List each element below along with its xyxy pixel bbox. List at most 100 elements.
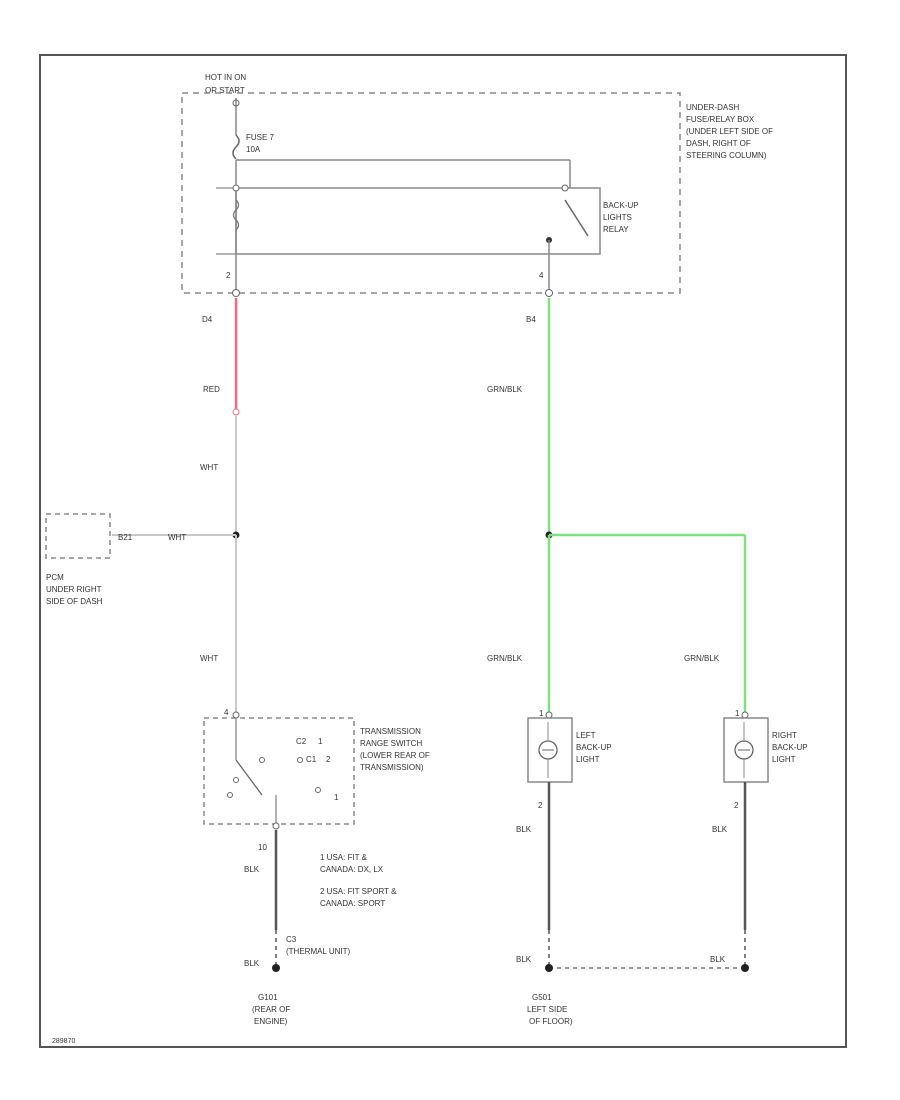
red-wire-label: RED bbox=[203, 385, 220, 394]
ground-trans-connector-line2: (THERMAL UNIT) bbox=[286, 947, 350, 956]
blk-right-ground-label: BLK bbox=[710, 955, 726, 964]
ground-floor-label-line: OF FLOOR) bbox=[529, 1017, 573, 1026]
connector-left-label: D4 bbox=[202, 315, 213, 324]
fuse-box-label-line: UNDER-DASH bbox=[686, 103, 740, 112]
wht-wire-upper-label: WHT bbox=[200, 463, 218, 472]
trans-pos-1: 1 bbox=[318, 737, 323, 746]
fuse-box-label-line: STEERING COLUMN) bbox=[686, 151, 767, 160]
ground-trans bbox=[272, 964, 280, 972]
trans-switch-arm bbox=[235, 759, 263, 796]
hot-label-line1: HOT IN ON bbox=[205, 73, 246, 82]
right-light-pin-bottom: 2 bbox=[734, 801, 739, 810]
trans-pin-top: 4 bbox=[224, 708, 229, 717]
left-light-pin-top: 1 bbox=[539, 709, 544, 718]
trans-pin-bottom: 10 bbox=[258, 843, 267, 852]
pcm-label-line: PCM bbox=[46, 573, 64, 582]
trans-contact bbox=[315, 787, 321, 793]
figure-id: 289870 bbox=[52, 1038, 75, 1045]
grn-wire-left-label: GRN/BLK bbox=[487, 654, 523, 663]
trans-pos-c2: C2 bbox=[296, 737, 307, 746]
trans-label-line: TRANSMISSION) bbox=[360, 763, 424, 772]
relay-label-line: RELAY bbox=[603, 225, 629, 234]
fuse-relay-box bbox=[181, 92, 681, 294]
blk-wire-left-label: BLK bbox=[516, 825, 532, 834]
trans-contact bbox=[297, 757, 303, 763]
ground-trans-label-line: ENGINE) bbox=[254, 1017, 288, 1026]
trans-contact bbox=[227, 792, 233, 798]
left-light-label-line: LIGHT bbox=[576, 755, 600, 764]
fuse-box-label-line: DASH, RIGHT OF bbox=[686, 139, 751, 148]
fusebox-pin-left: 2 bbox=[226, 271, 231, 280]
fuse-terminal-top bbox=[232, 99, 240, 107]
note-2-line: CANADA: SPORT bbox=[320, 899, 385, 908]
pcm-label: PCM UNDER RIGHT SIDE OF DASH bbox=[46, 573, 103, 606]
transmission-switch-label: TRANSMISSION RANGE SWITCH (LOWER REAR OF… bbox=[360, 727, 430, 772]
pcm-box bbox=[45, 513, 111, 559]
trans-pos-1b: 1 bbox=[334, 793, 339, 802]
note-1-line: 1 USA: FIT & bbox=[320, 853, 368, 862]
relay-label-line: BACK-UP bbox=[603, 201, 639, 210]
relay-coil bbox=[232, 199, 240, 231]
trans-pos-c1: C1 bbox=[306, 755, 317, 764]
grn-wire-upper-label: GRN/BLK bbox=[487, 385, 523, 394]
relay-coil-terminal bbox=[232, 184, 240, 192]
fusebox-pin-right: 4 bbox=[539, 271, 544, 280]
right-light-label-line: BACK-UP bbox=[772, 743, 808, 752]
note-1: 1 USA: FIT & CANADA: DX, LX bbox=[320, 853, 384, 874]
wht-wire-lower-label: WHT bbox=[200, 654, 218, 663]
relay-switch-arm bbox=[564, 199, 589, 237]
blk-left-ground-label: BLK bbox=[516, 955, 532, 964]
trans-bottom-terminal bbox=[272, 822, 280, 830]
trans-label-line: (LOWER REAR OF bbox=[360, 751, 430, 760]
fuse-box-label-line: FUSE/RELAY BOX bbox=[686, 115, 755, 124]
note-2-line: 2 USA: FIT SPORT & bbox=[320, 887, 397, 896]
ground-trans-label: G101 (REAR OF ENGINE) bbox=[252, 993, 290, 1026]
note-1-line: CANADA: DX, LX bbox=[320, 865, 384, 874]
ground-floor-label-line: LEFT SIDE bbox=[527, 1005, 567, 1014]
blk-trans-ground-label: BLK bbox=[244, 959, 260, 968]
transmission-range-switch bbox=[203, 717, 355, 825]
right-light-label-line: RIGHT bbox=[772, 731, 797, 740]
hot-label-line2: OR START bbox=[205, 86, 245, 95]
fuse-box-label: UNDER-DASH FUSE/RELAY BOX (UNDER LEFT SI… bbox=[686, 103, 773, 160]
grn-wire-right-label: GRN/BLK bbox=[684, 654, 720, 663]
trans-pos-2: 2 bbox=[326, 755, 331, 764]
right-light-label-line: LIGHT bbox=[772, 755, 796, 764]
left-light-top-terminal bbox=[545, 711, 553, 719]
right-light-label: RIGHT BACK-UP LIGHT bbox=[772, 731, 808, 764]
trans-top-terminal bbox=[232, 711, 240, 719]
pcm-pin-label: B21 bbox=[118, 533, 133, 542]
ground-trans-connector-line1: C3 bbox=[286, 935, 297, 944]
trans-contact bbox=[259, 757, 265, 763]
right-light-top-terminal bbox=[741, 711, 749, 719]
left-light-label: LEFT BACK-UP LIGHT bbox=[576, 731, 612, 764]
relay-label: BACK-UP LIGHTS RELAY bbox=[603, 201, 639, 234]
wire-splice-red-wht bbox=[232, 408, 240, 416]
relay-box bbox=[235, 187, 601, 255]
relay-contact-terminal bbox=[561, 184, 569, 192]
connector-right-label: B4 bbox=[526, 315, 536, 324]
ground-trans-label-line: (REAR OF bbox=[252, 1005, 290, 1014]
trans-label-line: RANGE SWITCH bbox=[360, 739, 422, 748]
note-2: 2 USA: FIT SPORT & CANADA: SPORT bbox=[320, 887, 397, 908]
pcm-label-line: SIDE OF DASH bbox=[46, 597, 103, 606]
left-light-label-line: BACK-UP bbox=[576, 743, 612, 752]
fuse-label-line2: 10A bbox=[246, 145, 261, 154]
diagram-border bbox=[39, 54, 847, 1048]
ground-floor-right bbox=[741, 964, 749, 972]
trans-label-line: TRANSMISSION bbox=[360, 727, 421, 736]
wht-branch-label: WHT bbox=[168, 533, 186, 542]
ground-floor-label-line: G501 bbox=[532, 993, 552, 1002]
right-light-pin-top: 1 bbox=[735, 709, 740, 718]
ground-floor-label: G501 LEFT SIDE OF FLOOR) bbox=[527, 993, 573, 1026]
ground-floor-left bbox=[545, 964, 553, 972]
fuse-label-line1: FUSE 7 bbox=[246, 133, 275, 142]
fusebox-right-terminal bbox=[545, 289, 553, 297]
relay-label-line: LIGHTS bbox=[603, 213, 632, 222]
trans-contact bbox=[233, 777, 239, 783]
left-light-pin-bottom: 2 bbox=[538, 801, 543, 810]
fuse-symbol bbox=[232, 134, 240, 160]
blk-wire-trans-label: BLK bbox=[244, 865, 260, 874]
pcm-label-line: UNDER RIGHT bbox=[46, 585, 102, 594]
fusebox-left-terminal bbox=[232, 289, 240, 297]
